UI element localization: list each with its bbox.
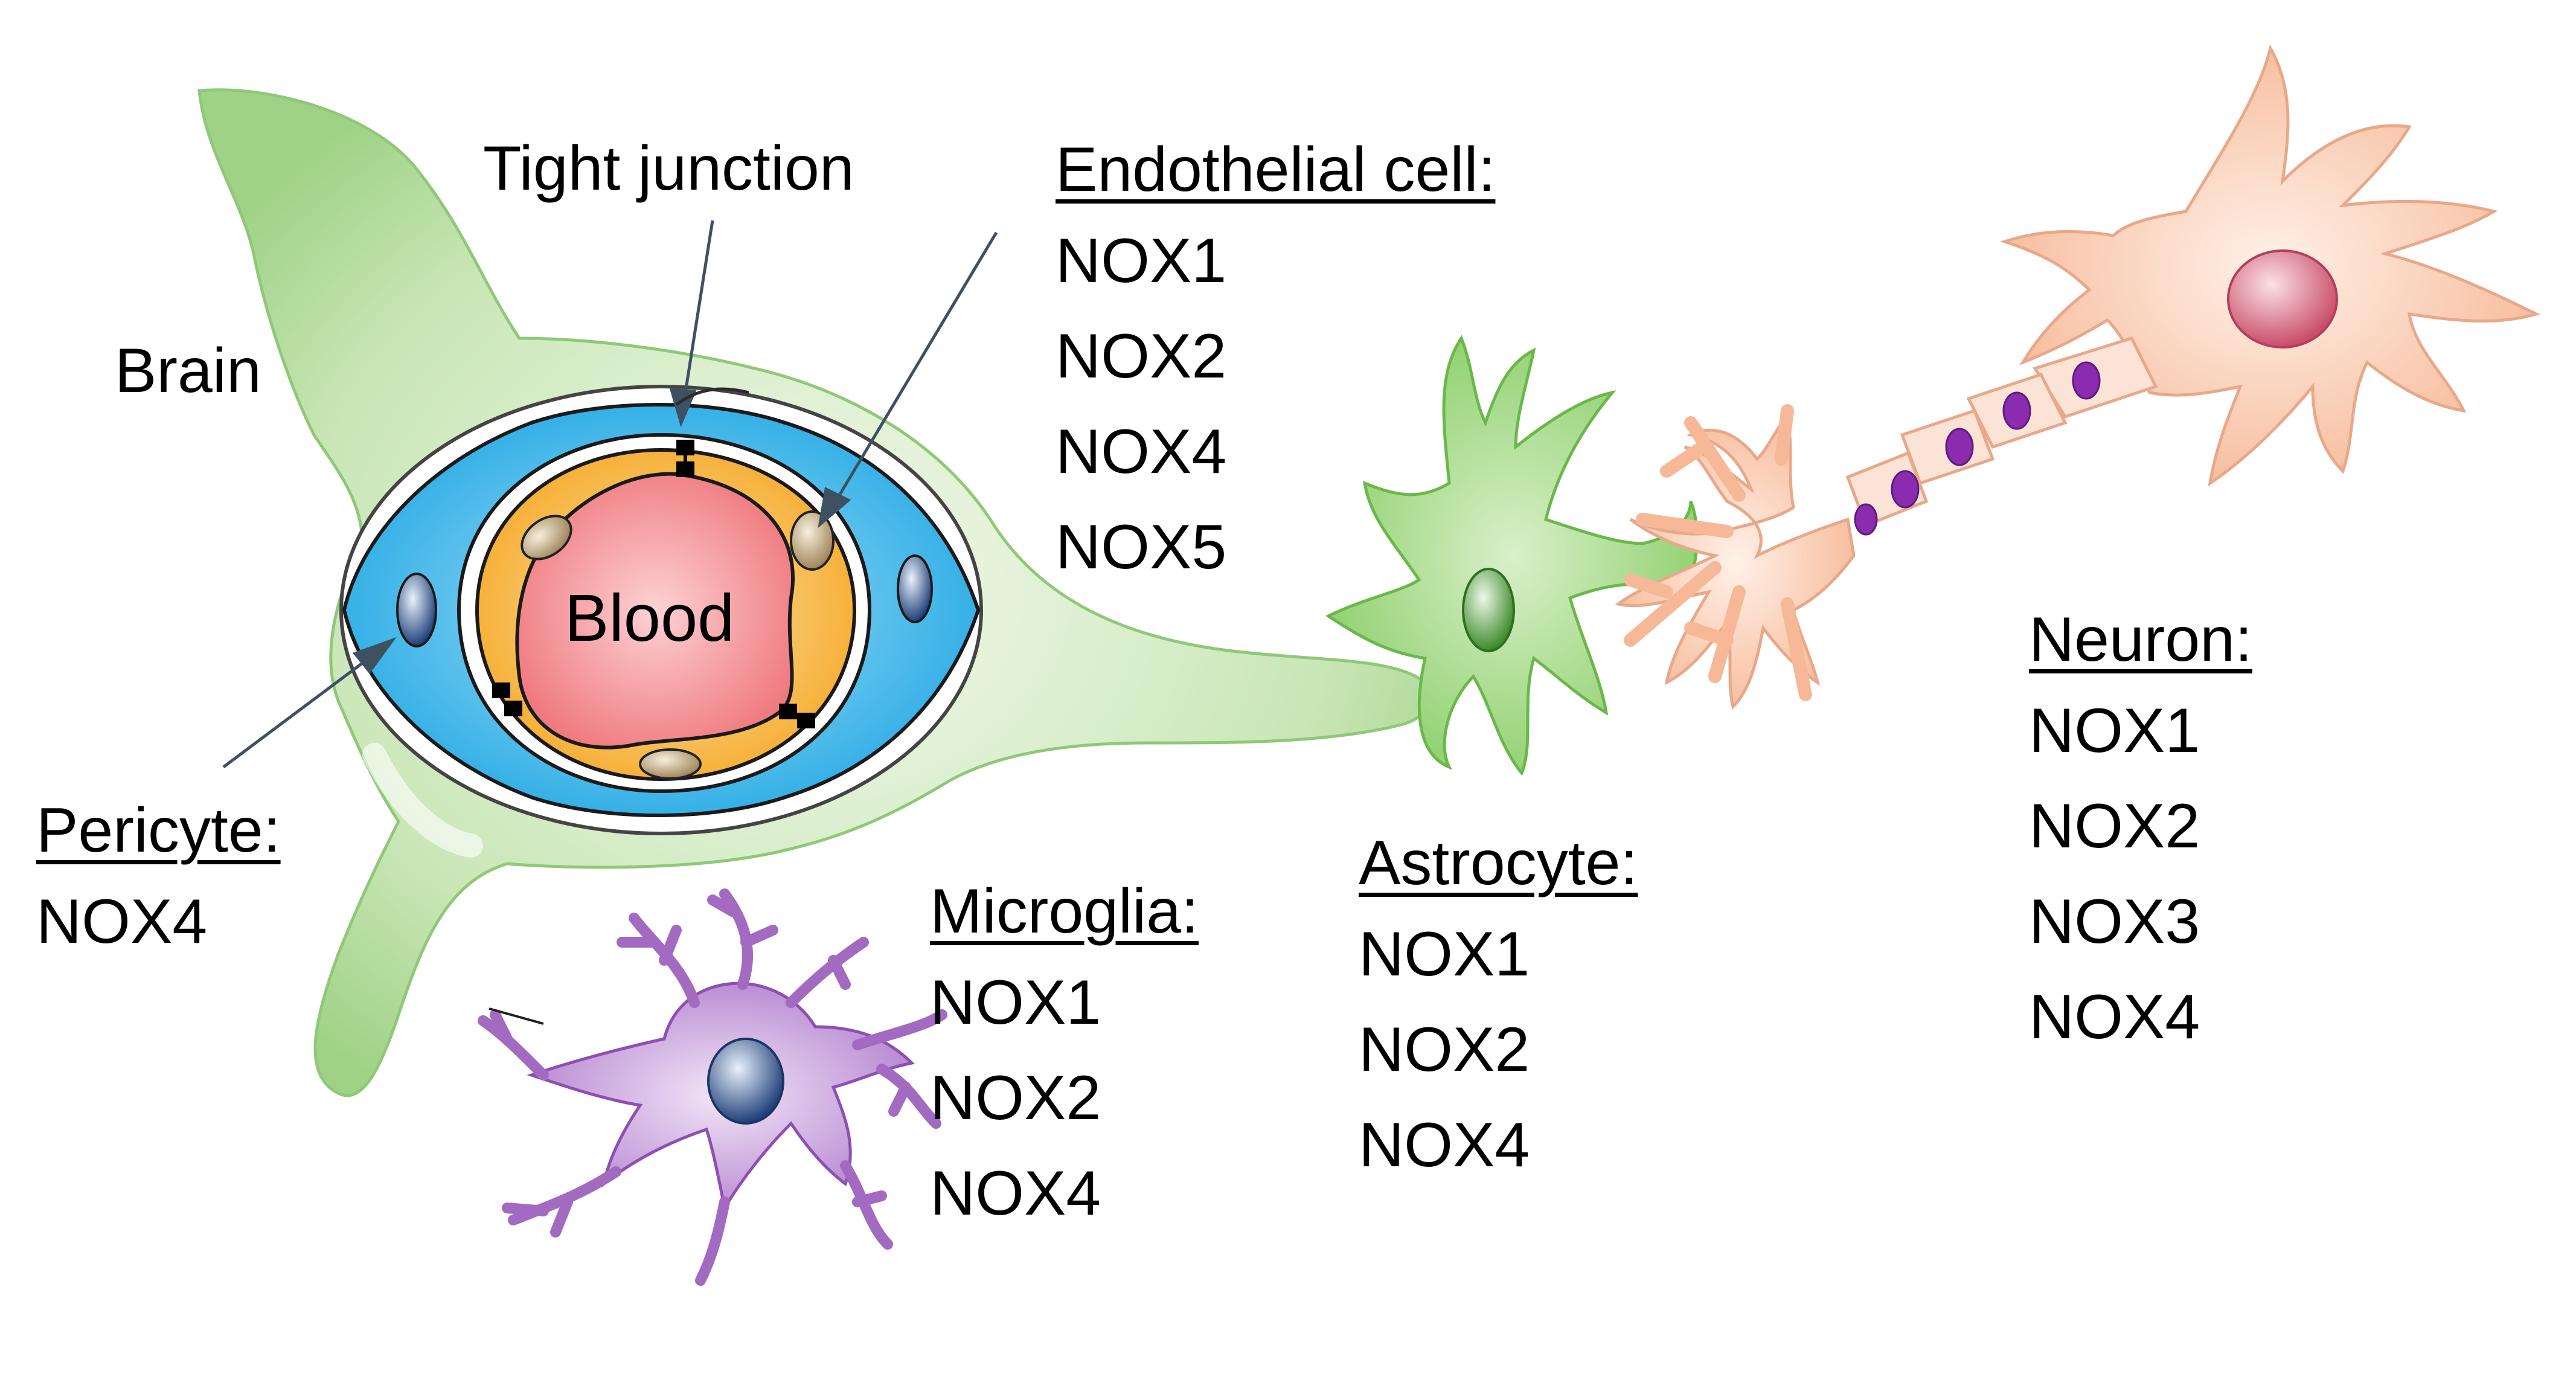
microglia-processes	[478, 888, 947, 1286]
small-astrocyte-nucleus	[1462, 568, 1515, 652]
large-astrocyte-cytoplasm-highlight	[362, 743, 483, 858]
blood-label: Blood	[565, 581, 735, 655]
tight-junction-top	[676, 440, 694, 477]
pericyte-nucleus	[396, 573, 437, 647]
endothelial-nox: NOX2	[1056, 321, 1227, 391]
astrocyte-nox: NOX2	[1359, 1015, 1530, 1085]
schwann-nucleus	[1854, 503, 1878, 536]
neuron-nox: NOX2	[2029, 791, 2200, 861]
endothelial-nucleus	[521, 515, 572, 560]
astrocyte-nox: NOX1	[1359, 919, 1530, 989]
arrow-pericyte-head	[352, 637, 397, 675]
endothelial-nox: NOX1	[1056, 226, 1227, 296]
arrow-endothelial-head	[818, 487, 851, 528]
annotation-arrows	[222, 220, 998, 769]
neuron-nucleus	[2227, 249, 2338, 348]
neuron-legend: Neuron: NOX1 NOX2 NOX3 NOX4	[2029, 604, 2252, 1065]
microglia-title: Microglia:	[930, 876, 1199, 946]
neuron-axon	[1845, 336, 2158, 536]
pericyte-legend: Pericyte: NOX4	[36, 795, 281, 969]
microglia-legend: Microglia: NOX1 NOX2 NOX4	[930, 876, 1199, 1241]
microglia-cell	[478, 888, 947, 1286]
neuron-nox: NOX1	[2029, 696, 2200, 766]
small-astrocyte-processes	[1325, 335, 1699, 776]
tight-junction-right	[779, 704, 815, 728]
endothelial-cell-legend: Endothelial cell: NOX1 NOX2 NOX4 NOX5	[1056, 134, 1495, 595]
astrocyte-title: Astrocyte:	[1359, 828, 1638, 898]
astrocyte-endfoot-edge	[675, 387, 749, 406]
arrow-pericyte	[222, 661, 364, 769]
pericyte-nucleus	[897, 554, 933, 623]
astrocyte-nox: NOX4	[1359, 1110, 1530, 1180]
brain-label: Brain	[115, 336, 261, 406]
microglia-tip-mark	[489, 1007, 544, 1025]
neuron-cell	[1615, 44, 2540, 710]
schwann-nucleus	[2072, 361, 2101, 400]
tight-junction-label: Tight junction	[483, 133, 854, 204]
endothelial-cell-title: Endothelial cell:	[1056, 135, 1496, 205]
neuron-title: Neuron:	[2029, 605, 2252, 675]
tight-junction-left	[492, 682, 522, 716]
schwann-nucleus	[1891, 470, 1920, 509]
arrow-endothelial	[838, 231, 998, 496]
microglia-nox: NOX1	[930, 968, 1101, 1038]
neuron-nox: NOX3	[2029, 887, 2200, 957]
neuron-terminal-branches	[1624, 404, 1812, 701]
neuron-nox: NOX4	[2029, 982, 2200, 1052]
pericyte-nox: NOX4	[36, 887, 208, 957]
schwann-nucleus	[1945, 428, 1974, 466]
endothelial-nucleus	[639, 748, 702, 780]
endothelial-nox: NOX5	[1056, 512, 1227, 582]
endothelial-nox: NOX4	[1056, 417, 1227, 487]
blood-vessel	[342, 403, 981, 817]
small-astrocyte	[1325, 335, 1699, 776]
microglia-nox: NOX4	[930, 1158, 1101, 1228]
endothelial-nucleus	[790, 510, 835, 571]
microglia-nucleus	[707, 1038, 784, 1125]
arrow-tight-junction	[684, 220, 714, 393]
astrocyte-legend: Astrocyte: NOX1 NOX2 NOX4	[1359, 827, 1638, 1193]
microglia-nox: NOX2	[930, 1063, 1101, 1133]
pericyte-title: Pericyte:	[36, 795, 281, 865]
schwann-nucleus	[2002, 391, 2031, 430]
